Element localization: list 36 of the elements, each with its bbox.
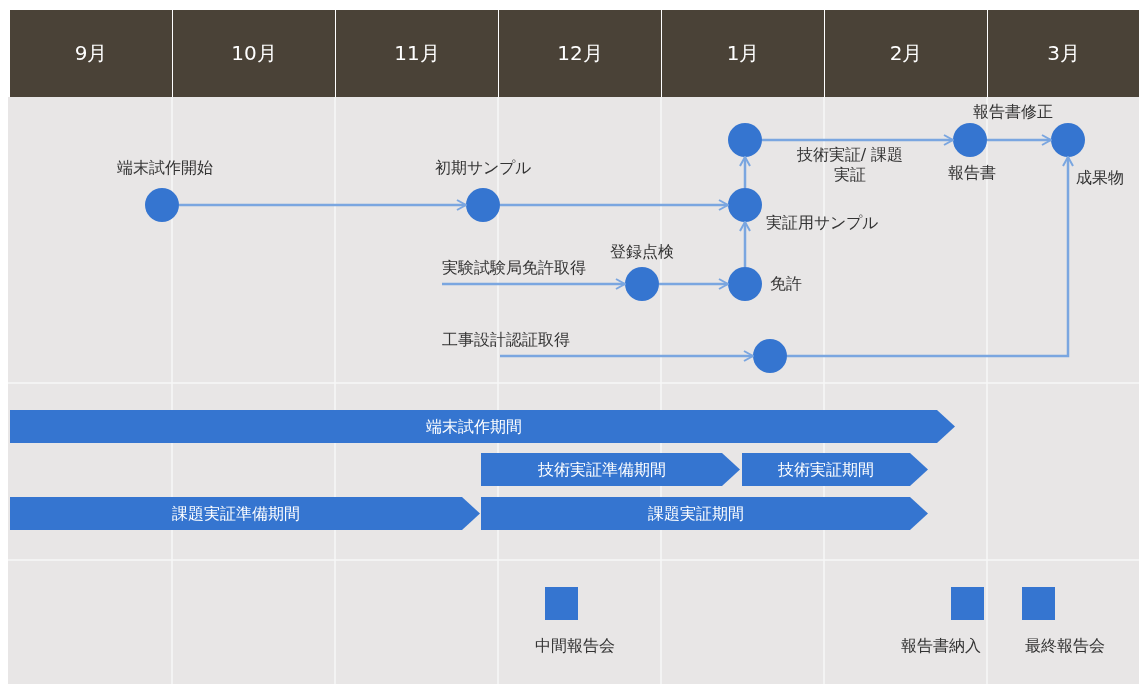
arrow [659, 278, 729, 290]
arrow [500, 199, 729, 211]
edge-label: 技術実証/ 課題実証 [795, 145, 905, 185]
arrow [739, 221, 751, 267]
milestone-label: 登録点検 [610, 242, 674, 262]
month-header-cell: 10月 [173, 10, 335, 97]
arrow [442, 278, 626, 290]
milestone-label: 端末試作開始 [117, 158, 213, 178]
edge-label: 報告書修正 [972, 102, 1054, 122]
edge-label: 工事設計認証取得 [442, 330, 570, 350]
month-header-cell: 2月 [825, 10, 987, 97]
bar-label: 課題実証期間 [647, 504, 744, 524]
bar-label: 技術実証期間 [778, 460, 874, 480]
bar-label: 端末試作期間 [425, 417, 522, 437]
bar-label: 課題実証準備期間 [172, 504, 300, 524]
milestone-label: 免許 [770, 274, 802, 294]
month-header-cell: 3月 [988, 10, 1139, 97]
milestone-label: 報告書納入 [901, 636, 981, 656]
month-header-cell: 11月 [336, 10, 498, 97]
milestone-label: 中間報告会 [535, 636, 615, 656]
arrow [787, 156, 1074, 358]
milestone-label: 最終報告会 [1025, 636, 1105, 656]
month-header-cell: 12月 [499, 10, 661, 97]
milestone-label: 報告書 [948, 163, 996, 183]
arrow [179, 199, 467, 211]
milestone-label: 成果物 [1076, 168, 1124, 188]
arrow [739, 156, 751, 188]
milestone-label: 初期サンプル [435, 158, 531, 178]
arrow [987, 134, 1052, 146]
arrow [500, 350, 754, 362]
month-header-cell: 1月 [662, 10, 824, 97]
edge-label: 実験試験局免許取得 [442, 258, 586, 278]
bar-label: 技術実証準備期間 [537, 460, 666, 480]
month-header-cell: 9月 [10, 10, 172, 97]
milestone-label: 実証用サンプル [766, 213, 878, 233]
arrow [762, 134, 954, 146]
